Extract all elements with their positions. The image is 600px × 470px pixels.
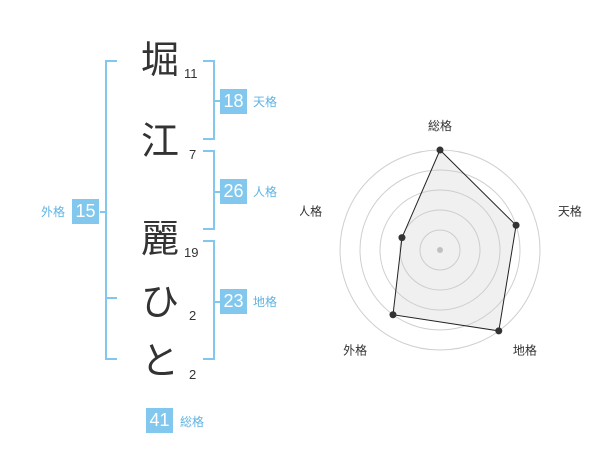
radar-center-dot (437, 247, 443, 253)
jinkaku-label: 人格 (253, 185, 278, 199)
name-char-2: 江 (141, 119, 180, 163)
chikaku-bracket (203, 240, 215, 360)
gaikaku-split-tick (105, 297, 117, 299)
gaikaku-bracket (105, 60, 117, 360)
chikaku-connector (215, 301, 220, 303)
tenkaku-label: 天格 (253, 95, 278, 109)
radar-point-3 (495, 327, 503, 335)
tenkaku-connector (215, 100, 220, 102)
radar-axis-label-4: 外格 (343, 342, 367, 357)
chikaku-label: 地格 (253, 295, 278, 309)
radar-point-5 (398, 234, 406, 242)
radar-ring (379, 189, 501, 311)
radar-ring (359, 169, 521, 331)
gaikaku-connector (100, 211, 105, 213)
tenkaku-badge: 18 (220, 89, 247, 114)
name-char-3: 麗 (141, 217, 180, 261)
jinkaku-connector (215, 191, 220, 193)
soukaku-label: 総格 (180, 415, 205, 429)
stroke-count-5: 2 (189, 367, 197, 382)
radar-axis-label-5: 人格 (300, 204, 322, 219)
radar-axis-label-1: 総格 (428, 118, 452, 133)
radar-point-4 (389, 311, 397, 319)
stroke-count-2: 7 (189, 147, 197, 162)
name-char-4: ひ (141, 280, 180, 324)
tenkaku-bracket (203, 60, 215, 140)
soukaku-badge: 41 (146, 408, 173, 433)
name-char-1: 堀 (141, 38, 180, 82)
radar-point-1 (436, 146, 444, 154)
radar-axis-label-2: 天格 (558, 204, 582, 219)
jinkaku-badge: 26 (220, 179, 247, 204)
name-char-5: と (141, 339, 180, 383)
jinkaku-bracket (203, 150, 215, 230)
radar-point-2 (512, 221, 520, 229)
stroke-count-1: 11 (184, 66, 198, 81)
chikaku-badge: 23 (220, 289, 247, 314)
gaikaku-label: 外格 (41, 205, 66, 219)
stroke-count-4: 2 (189, 308, 197, 323)
gaikaku-badge: 15 (72, 199, 99, 224)
stroke-count-3: 19 (184, 245, 199, 260)
radar-data-polygon (392, 149, 517, 332)
radar-ring (399, 209, 481, 291)
radar-ring (419, 229, 461, 271)
radar-axis-label-3: 地格 (513, 342, 537, 357)
